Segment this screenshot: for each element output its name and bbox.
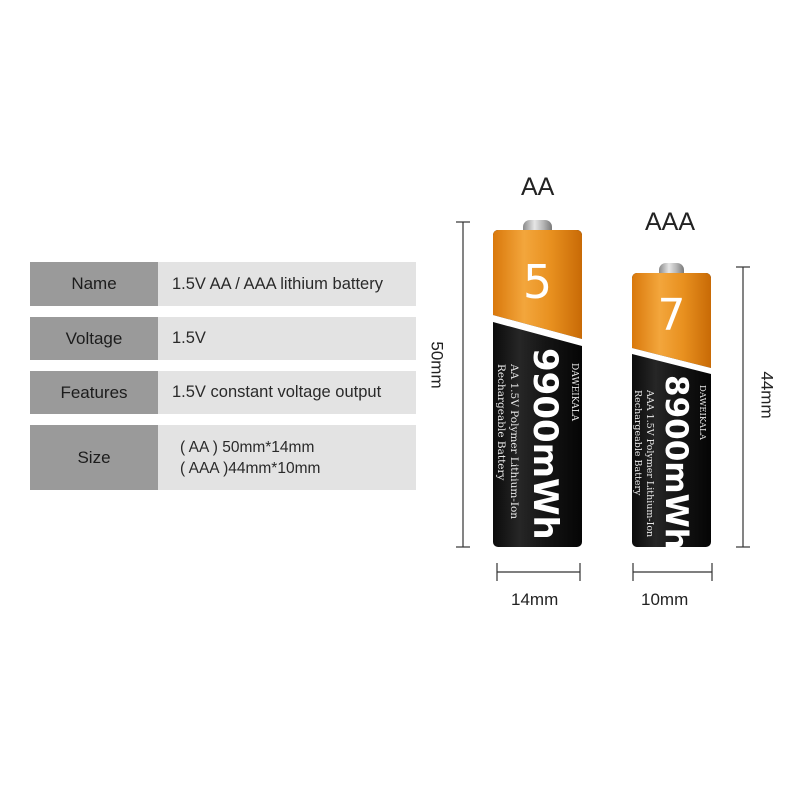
spec-row-voltage: Voltage 1.5V — [30, 317, 416, 360]
aaa-height-label: 44mm — [757, 371, 777, 419]
aaa-body: 7 8900mWh DAWEIKALA AAA 1.5V Polymer Lit… — [632, 273, 711, 547]
aa-capacity: 9900mWh — [525, 348, 565, 540]
spec-row-size: Size ( AA ) 50mm*14mm ( AAA )44mm*10mm — [30, 425, 416, 490]
spec-key: Features — [30, 371, 158, 414]
aaa-spec-line2: Rechargeable Battery — [632, 390, 643, 496]
spec-value: ( AA ) 50mm*14mm ( AAA )44mm*10mm — [158, 425, 416, 490]
aaa-capacity: 8900mWh — [658, 375, 694, 547]
spec-value: 1.5V constant voltage output — [158, 371, 416, 414]
aaa-terminal — [659, 263, 684, 276]
aa-spec-line2: Rechargeable Battery — [495, 364, 507, 481]
spec-key: Size — [30, 425, 158, 490]
aaa-width-label: 10mm — [641, 590, 689, 609]
spec-value: 1.5V — [158, 317, 416, 360]
aa-size-label: AA — [521, 173, 555, 201]
aa-battery: 5 9900mWh DAWEIKALA AA 1.5V Polymer Lith… — [493, 220, 582, 547]
aaa-size-label: AAA — [645, 208, 696, 236]
aa-width-label: 14mm — [511, 590, 559, 609]
aaa-spec-line1: AAA 1.5V Polymer Lithium-Ion — [644, 390, 655, 538]
spec-row-features: Features 1.5V constant voltage output — [30, 371, 416, 414]
spec-key: Name — [30, 262, 158, 306]
spec-key: Voltage — [30, 317, 158, 360]
size-aa-line: ( AA ) 50mm*14mm — [180, 438, 315, 456]
aa-cap-number: 5 — [522, 255, 553, 309]
aa-cap-band — [493, 230, 582, 346]
size-aaa-line: ( AAA )44mm*10mm — [180, 459, 321, 477]
spec-row-name: Name 1.5V AA / AAA lithium battery — [30, 262, 416, 306]
aa-brand: DAWEIKALA — [569, 363, 579, 422]
aaa-cap-band — [632, 273, 711, 374]
aa-spec-line1: AA 1.5V Polymer Lithium-Ion — [508, 364, 520, 520]
aaa-cap-number: 7 — [657, 290, 686, 341]
aa-height-label: 50mm — [427, 341, 447, 389]
aaa-battery: 7 8900mWh DAWEIKALA AAA 1.5V Polymer Lit… — [632, 263, 711, 547]
aaa-brand: DAWEIKALA — [697, 385, 707, 440]
aa-body: 5 9900mWh DAWEIKALA AA 1.5V Polymer Lith… — [493, 230, 582, 547]
spec-value: 1.5V AA / AAA lithium battery — [158, 262, 416, 306]
